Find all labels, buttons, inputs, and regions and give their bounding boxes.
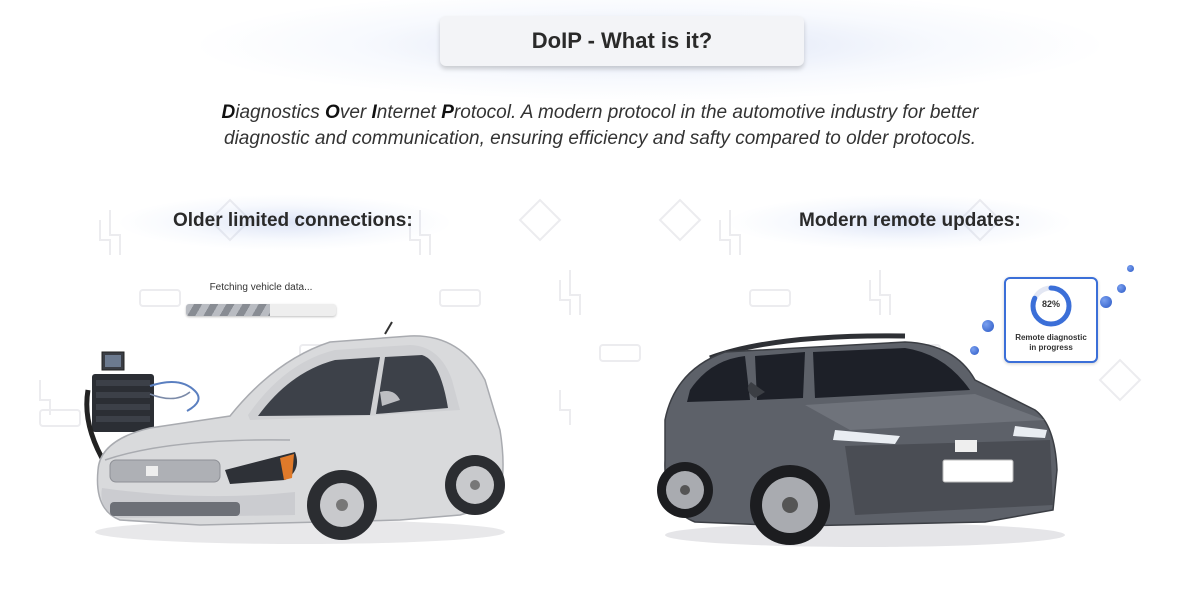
signal-dot <box>970 346 979 355</box>
description-text: ver <box>339 102 372 123</box>
acronym-initial: P <box>441 102 454 123</box>
signal-dot <box>1100 296 1112 308</box>
modern-grey-car <box>657 333 1065 547</box>
diagnostic-tool-icon <box>84 351 200 467</box>
description: Diagnostics Over Internet Protocol. A mo… <box>100 100 1100 152</box>
page-title-text: DoIP - What is it? <box>531 28 713 53</box>
fetching-progress-bar <box>186 304 336 316</box>
right-section-label: Modern remote updates: <box>799 210 1021 231</box>
fetching-progress-fill <box>186 304 270 316</box>
remote-status-line-1: Remote diagnostic <box>1015 333 1087 342</box>
remote-percent-text: 82% <box>1041 299 1060 309</box>
remote-status-text: Remote diagnostic in progress <box>1008 333 1094 353</box>
remote-diagnostic-card: 82% Remote diagnostic in progress <box>1004 277 1098 363</box>
older-silver-car <box>95 321 505 544</box>
left-section-label: Older limited connections: <box>173 210 413 231</box>
description-line-2: diagnostic and communication, ensuring e… <box>224 128 976 149</box>
signal-dot <box>982 320 994 332</box>
progress-ring-icon <box>1030 285 1072 327</box>
description-text: iagnostics <box>235 102 326 123</box>
description-text: nternet <box>376 102 442 123</box>
fetching-progress-label: Fetching vehicle data... <box>209 282 313 293</box>
remote-status-line-2: in progress <box>1029 343 1073 352</box>
left-label-glow <box>120 195 450 250</box>
description-text: rotocol. A modern protocol in the automo… <box>453 102 979 123</box>
description-line-1: Diagnostics Over Internet Protocol. A mo… <box>100 100 1100 126</box>
acronym-initial: O <box>325 102 340 123</box>
signal-dot <box>1117 284 1126 293</box>
acronym-initial: D <box>221 102 236 123</box>
acronym-initial: I <box>371 102 377 123</box>
right-label-glow <box>730 195 1070 250</box>
signal-dot <box>1127 265 1134 272</box>
page-title: DoIP - What is it? <box>440 16 804 66</box>
